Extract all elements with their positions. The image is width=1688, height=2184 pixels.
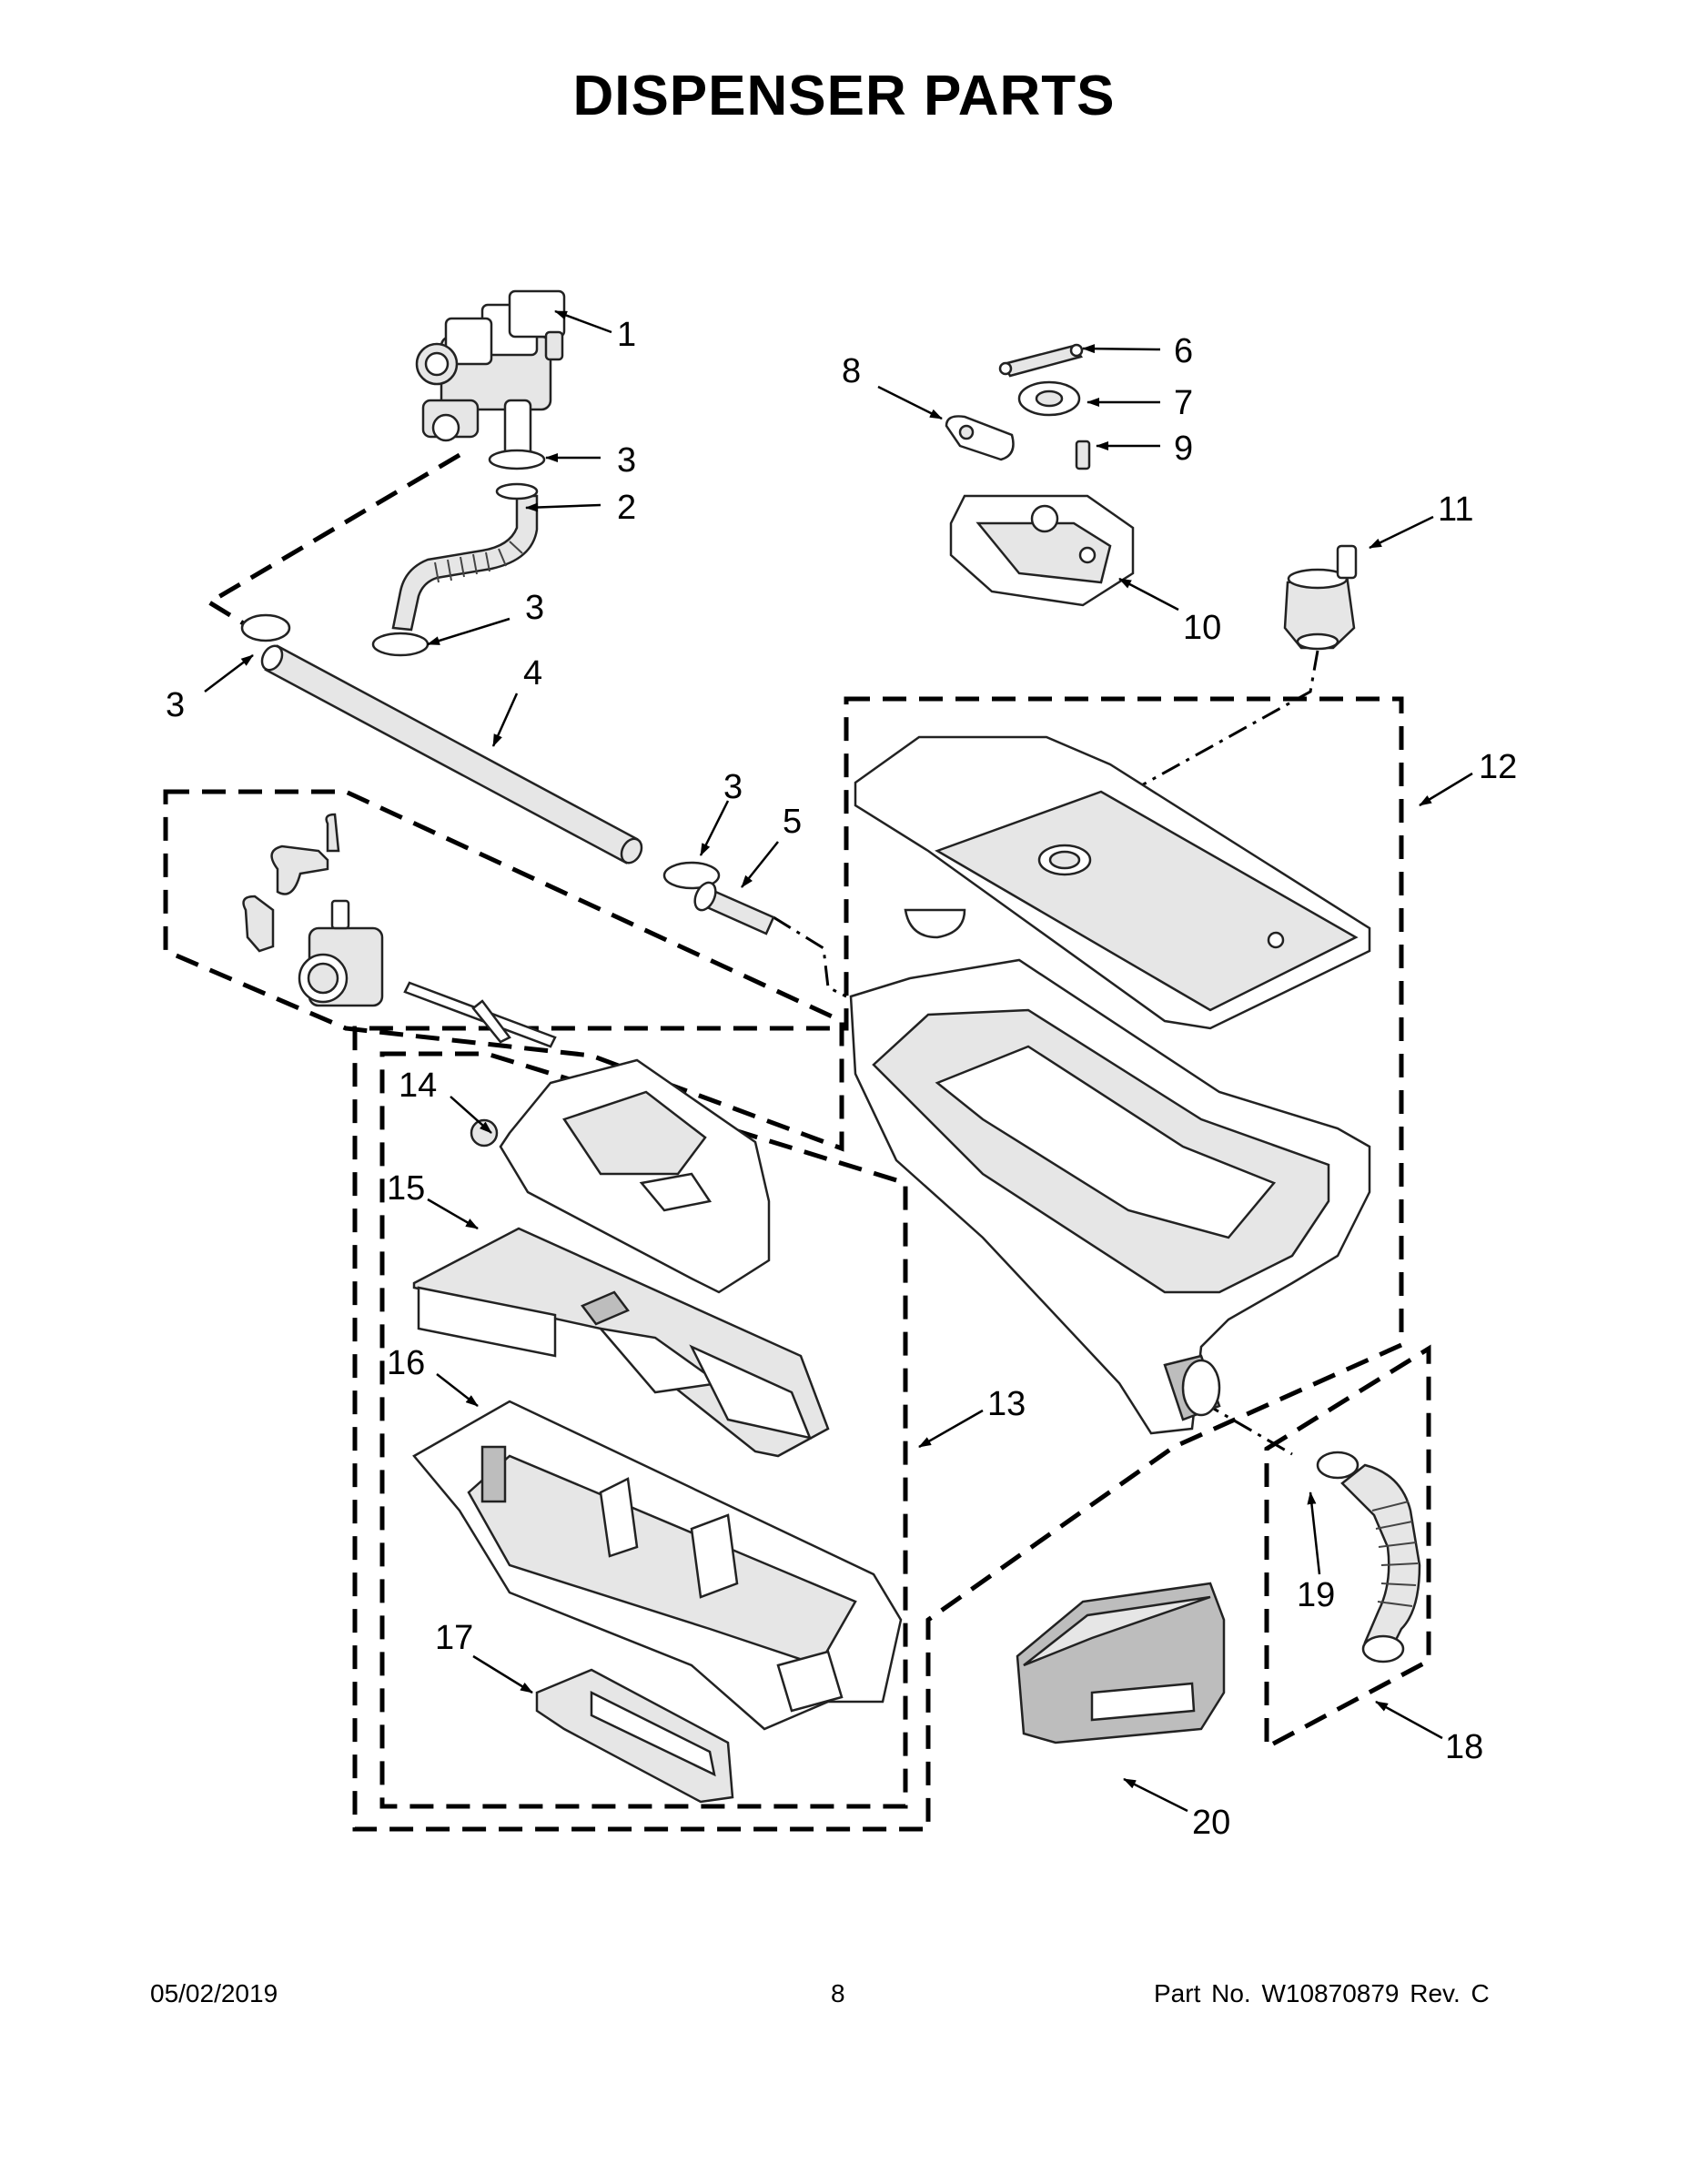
hose-assembly-boundary bbox=[1264, 1344, 1431, 1752]
page-title: DISPENSER PARTS bbox=[572, 65, 1116, 127]
callout-19: 19 bbox=[1297, 1576, 1335, 1614]
leader-1 bbox=[554, 309, 612, 334]
sensor bbox=[1283, 544, 1358, 651]
drawer-assembly-boundary bbox=[379, 1051, 908, 1809]
callout-14: 14 bbox=[399, 1067, 437, 1105]
callout-16: 16 bbox=[387, 1344, 425, 1382]
leader-11 bbox=[1369, 515, 1434, 550]
fill-hose bbox=[391, 494, 539, 632]
drawer-handle bbox=[1016, 1582, 1226, 1744]
callout-labels: 1 2 3 3 3 3 4 5 6 7 8 9 10 11 12 13 14 1… bbox=[166, 316, 1517, 1842]
leader-5 bbox=[741, 841, 779, 888]
detergent-tray-insert bbox=[412, 1227, 830, 1458]
dispenser-housing bbox=[849, 735, 1371, 1435]
callout-11: 11 bbox=[1438, 490, 1473, 529]
leader-13 bbox=[918, 1409, 984, 1449]
leader-20 bbox=[1123, 1777, 1188, 1813]
sensor-routing-line bbox=[1064, 650, 1319, 830]
callout-3b: 3 bbox=[525, 589, 544, 627]
callout-17: 17 bbox=[435, 1619, 473, 1657]
leader-14 bbox=[450, 1096, 492, 1134]
callout-13: 13 bbox=[987, 1385, 1026, 1423]
actuator-assembly bbox=[945, 343, 1135, 607]
footer-date: 05/02/2019 bbox=[150, 1979, 278, 2007]
dispenser-drawer bbox=[412, 1400, 903, 1731]
valve-group-boundary bbox=[163, 789, 844, 1152]
outlet-routing-line bbox=[1200, 1400, 1293, 1456]
leader-17 bbox=[472, 1654, 533, 1694]
callout-8: 8 bbox=[842, 352, 861, 390]
housing-assembly-boundary bbox=[352, 696, 1404, 1832]
callout-15: 15 bbox=[387, 1169, 425, 1208]
callout-6: 6 bbox=[1174, 332, 1193, 370]
leader-12 bbox=[1419, 772, 1473, 807]
leader-arrows bbox=[204, 309, 1473, 1813]
drain-hose bbox=[1340, 1463, 1421, 1663]
leader-3b bbox=[427, 617, 510, 646]
leader-15 bbox=[427, 1198, 479, 1230]
hose-clamps bbox=[240, 449, 1359, 1480]
callout-3d: 3 bbox=[723, 768, 743, 806]
connector-tube bbox=[693, 881, 775, 935]
callout-4: 4 bbox=[523, 654, 542, 693]
callout-7: 7 bbox=[1174, 384, 1193, 422]
callout-10: 10 bbox=[1183, 609, 1221, 647]
callout-9: 9 bbox=[1174, 430, 1193, 468]
inlet-tube bbox=[260, 644, 643, 864]
siphon-cap bbox=[535, 1668, 734, 1804]
footer-page-number: 8 bbox=[831, 1979, 845, 2007]
callout-20: 20 bbox=[1192, 1804, 1230, 1842]
callout-18: 18 bbox=[1445, 1728, 1483, 1766]
footer-part-number: Part No. W10870879 Rev. C bbox=[1154, 1979, 1490, 2007]
hose-routing-line bbox=[205, 452, 461, 640]
leader-18 bbox=[1375, 1700, 1443, 1740]
water-valve bbox=[415, 289, 566, 461]
leader-19 bbox=[1307, 1491, 1321, 1575]
leader-4 bbox=[491, 693, 519, 747]
leader-3c bbox=[204, 654, 254, 693]
leader-8 bbox=[877, 385, 943, 420]
callout-2: 2 bbox=[617, 489, 636, 527]
leader-10 bbox=[1118, 577, 1179, 612]
callout-1: 1 bbox=[617, 316, 636, 354]
hose-routing-line-2 bbox=[773, 915, 847, 998]
valve-group-parts bbox=[242, 813, 557, 1048]
callout-12: 12 bbox=[1479, 748, 1517, 786]
leader-16 bbox=[436, 1373, 479, 1407]
leader-3d bbox=[699, 800, 730, 856]
callout-5: 5 bbox=[783, 803, 802, 841]
callout-3c: 3 bbox=[166, 686, 185, 724]
callout-3a: 3 bbox=[617, 441, 636, 480]
leader-2 bbox=[525, 502, 601, 512]
